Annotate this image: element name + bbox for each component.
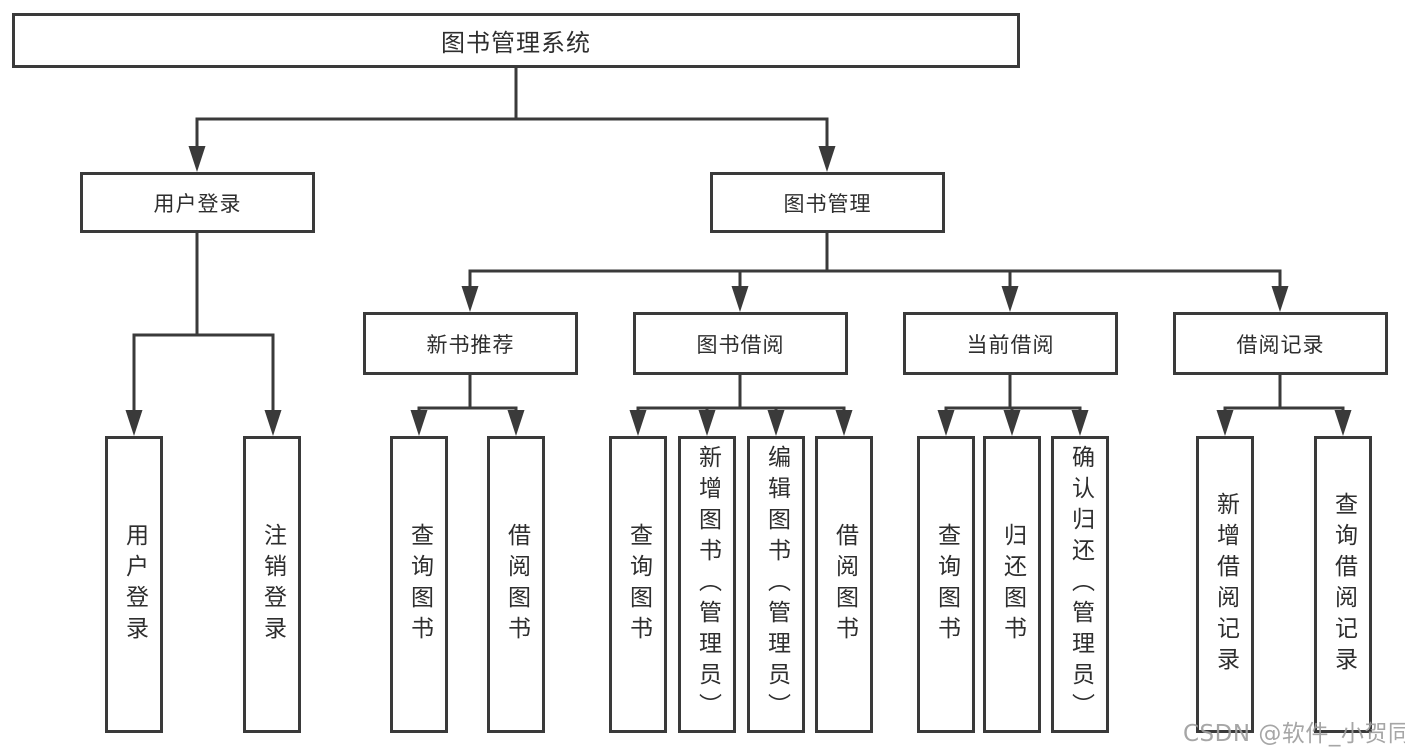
leaf-label: 确认归还（管理员） bbox=[1067, 445, 1094, 724]
node-label: 当前借阅 bbox=[966, 332, 1055, 357]
leaf-label: 查询图书 bbox=[933, 522, 960, 647]
leaf-logout: 注销登录 bbox=[243, 436, 301, 733]
node-current-borrow: 当前借阅 bbox=[903, 312, 1118, 375]
leaf-query-books-1: 查询图书 bbox=[390, 436, 448, 733]
leaf-add-books-admin: 新增图书（管理员） bbox=[678, 436, 736, 733]
leaf-confirm-return-admin: 确认归还（管理员） bbox=[1051, 436, 1109, 733]
leaf-borrow-books-2: 借阅图书 bbox=[815, 436, 873, 733]
leaf-label: 查询图书 bbox=[625, 522, 652, 647]
leaf-label: 借阅图书 bbox=[831, 522, 858, 647]
node-user-login: 用户登录 bbox=[80, 172, 315, 233]
leaf-label: 新增借阅记录 bbox=[1212, 491, 1239, 678]
leaf-label: 查询图书 bbox=[406, 522, 433, 647]
csdn-watermark: CSDN @软件_小贺同学 bbox=[1183, 721, 1405, 747]
node-label: 用户登录 bbox=[153, 191, 242, 216]
leaf-edit-books-admin: 编辑图书（管理员） bbox=[747, 436, 805, 733]
leaf-label: 注销登录 bbox=[259, 522, 286, 647]
leaf-label: 借阅图书 bbox=[503, 522, 530, 647]
leaf-borrow-books-1: 借阅图书 bbox=[487, 436, 545, 733]
leaf-query-borrow-record: 查询借阅记录 bbox=[1314, 436, 1372, 733]
node-book-management: 图书管理 bbox=[710, 172, 945, 233]
node-label: 借阅记录 bbox=[1236, 332, 1325, 357]
leaf-label: 用户登录 bbox=[121, 522, 148, 647]
node-borrow-records: 借阅记录 bbox=[1173, 312, 1388, 375]
leaf-label: 编辑图书（管理员） bbox=[763, 445, 790, 724]
node-label: 新书推荐 bbox=[426, 332, 515, 357]
node-label: 图书管理 bbox=[783, 191, 872, 216]
leaf-label: 归还图书 bbox=[999, 522, 1026, 647]
node-system-root: 图书管理系统 bbox=[12, 13, 1020, 68]
node-label: 图书管理系统 bbox=[441, 29, 591, 57]
leaf-label: 查询借阅记录 bbox=[1330, 491, 1357, 678]
leaf-add-borrow-record: 新增借阅记录 bbox=[1196, 436, 1254, 733]
leaf-user-login: 用户登录 bbox=[105, 436, 163, 733]
node-label: 图书借阅 bbox=[696, 332, 785, 357]
leaf-label: 新增图书（管理员） bbox=[694, 445, 721, 724]
leaf-query-books-2: 查询图书 bbox=[609, 436, 667, 733]
leaf-query-books-3: 查询图书 bbox=[917, 436, 975, 733]
leaf-return-books: 归还图书 bbox=[983, 436, 1041, 733]
node-book-borrow: 图书借阅 bbox=[633, 312, 848, 375]
node-new-book-recommend: 新书推荐 bbox=[363, 312, 578, 375]
